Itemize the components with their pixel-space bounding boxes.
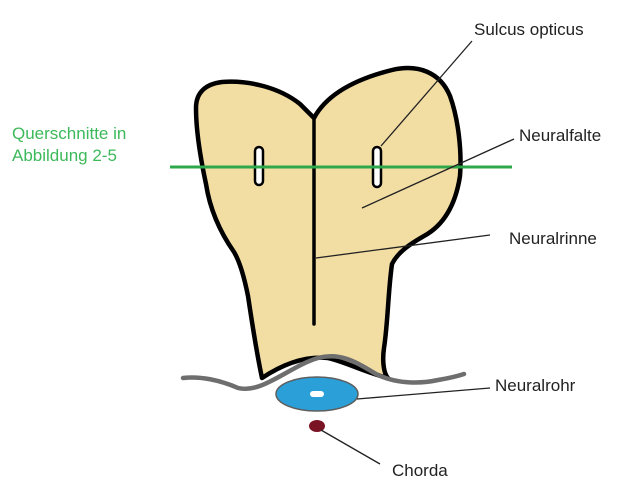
label-querschnitte-line2: Abbildung 2-5: [12, 145, 126, 167]
label-neuralrinne: Neuralrinne: [509, 229, 597, 249]
label-neuralrohr: Neuralrohr: [495, 376, 575, 396]
label-querschnitte-line1: Querschnitte in: [12, 123, 126, 145]
leader-neuralrohr: [357, 388, 490, 399]
label-chorda: Chorda: [392, 461, 448, 481]
neural-plate: [196, 68, 461, 378]
label-sulcus-opticus: Sulcus opticus: [474, 20, 584, 40]
label-neuralfalte: Neuralfalte: [519, 126, 601, 146]
neural-tube-lumen: [310, 391, 324, 397]
leader-chorda: [321, 430, 380, 464]
label-querschnitte: Querschnitte in Abbildung 2-5: [12, 123, 126, 167]
